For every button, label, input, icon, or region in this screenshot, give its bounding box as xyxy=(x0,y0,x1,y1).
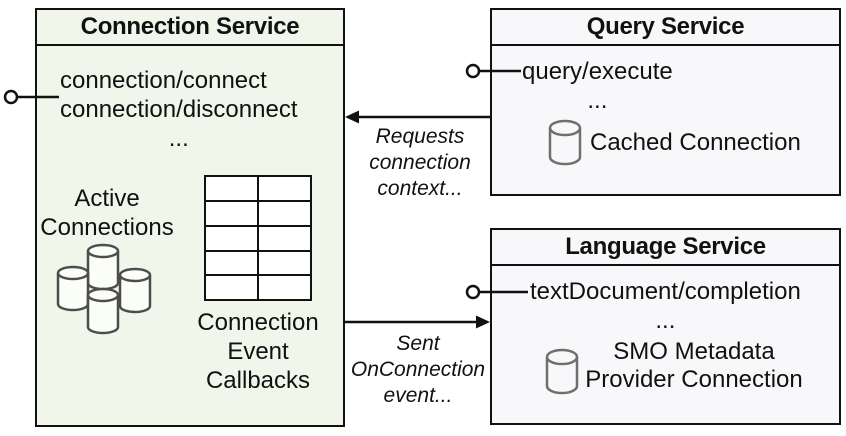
method-connection-connect: connection/connect xyxy=(60,67,267,94)
on-connection-event-arrow xyxy=(345,315,490,329)
sent-on-connection-event-label: Sent OnConnection event... xyxy=(350,332,486,407)
connection-service-methods: connection/connect connection/disconnect… xyxy=(60,66,298,153)
methods-ellipsis: ... xyxy=(587,87,608,114)
language-service-title: Language Service xyxy=(492,230,839,266)
query-service-methods: query/execute ... xyxy=(522,57,673,115)
cached-connection-label: Cached Connection xyxy=(590,129,801,156)
query-service-box: Query Service query/execute ... Cached C… xyxy=(490,8,841,196)
active-connections-label: Active Connections xyxy=(40,185,174,241)
requests-connection-context-label: Requests connection context... xyxy=(369,125,471,200)
database-icon xyxy=(548,119,582,166)
query-service-title: Query Service xyxy=(492,10,839,46)
method-textdocument-completion: textDocument/completion xyxy=(530,278,801,305)
connection-event-callbacks-label: Connection Event Callbacks xyxy=(197,309,319,394)
methods-ellipsis: ... xyxy=(655,307,676,334)
requests-connection-arrow xyxy=(345,110,490,124)
methods-ellipsis: ... xyxy=(168,125,189,152)
connection-service-box: Connection Service connection/connect co… xyxy=(35,8,345,427)
table-grid-icon xyxy=(204,175,312,301)
database-cluster-icon xyxy=(56,243,152,335)
database-icon xyxy=(545,348,579,395)
language-service-methods: textDocument/completion ... xyxy=(530,277,801,335)
method-query-execute: query/execute xyxy=(522,58,673,85)
connection-service-title: Connection Service xyxy=(37,10,343,46)
language-service-box: Language Service textDocument/completion… xyxy=(490,228,841,425)
smo-metadata-provider-label: SMO Metadata Provider Connection xyxy=(585,338,803,393)
method-connection-disconnect: connection/disconnect xyxy=(60,96,298,123)
